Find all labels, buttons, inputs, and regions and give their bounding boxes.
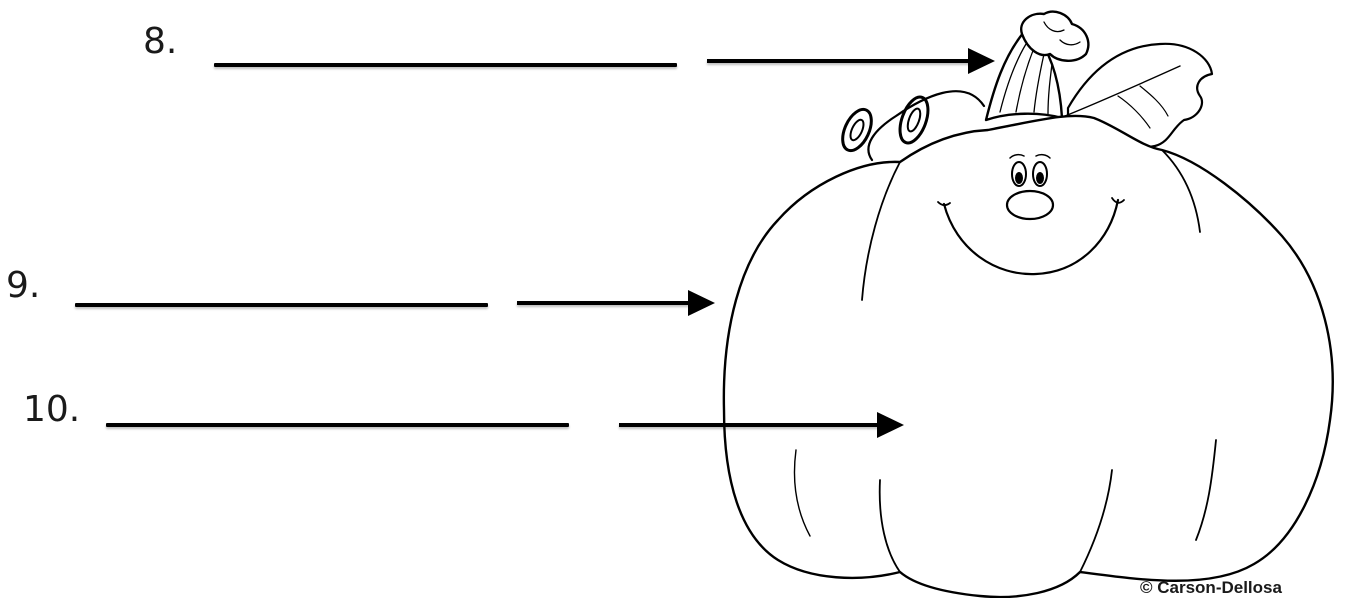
item-number-8: 8. bbox=[143, 21, 178, 62]
pumpkin-tendril bbox=[867, 90, 986, 162]
arrow-10-head-icon bbox=[877, 412, 904, 438]
item-number-10: 10. bbox=[23, 389, 81, 430]
pumpkin-body bbox=[722, 114, 1334, 598]
copyright-credit: © Carson-Dellosa bbox=[1140, 578, 1282, 597]
answer-blank-9[interactable] bbox=[75, 303, 488, 307]
pumpkin-leaf-vein bbox=[1059, 65, 1181, 119]
answer-blank-10[interactable] bbox=[106, 423, 569, 427]
pumpkin-illustration bbox=[722, 10, 1334, 598]
pumpkin-tendril-curl bbox=[841, 107, 873, 153]
arrow-9-head-icon bbox=[688, 290, 715, 316]
arrow-8-shaft bbox=[707, 59, 973, 63]
answer-blank-8[interactable] bbox=[214, 63, 677, 67]
pumpkin-stem-cap bbox=[1020, 10, 1090, 62]
pumpkin-face bbox=[937, 153, 1125, 276]
arrow-8-head-icon bbox=[968, 48, 995, 74]
arrow-10-shaft bbox=[619, 423, 879, 427]
arrow-9-shaft bbox=[517, 301, 689, 305]
item-number-9: 9. bbox=[6, 265, 41, 306]
